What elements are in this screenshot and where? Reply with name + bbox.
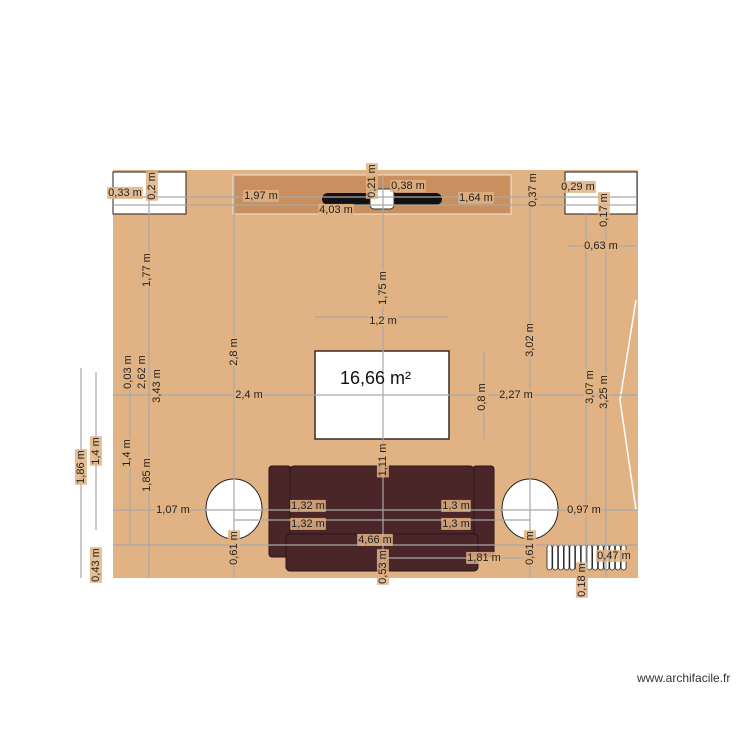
radiator-fin	[569, 544, 576, 571]
dimension-label: 1,3 m	[442, 500, 470, 512]
dimension-label-bg	[89, 547, 102, 583]
dimension-label: 4,03 m	[319, 204, 353, 216]
dimension-label: 0,33 m	[108, 187, 142, 199]
dimension-label-bg	[390, 179, 426, 192]
dimension-label-bg	[357, 533, 393, 546]
dimension-label: 1,32 m	[291, 500, 325, 512]
dimension-label-bg	[596, 549, 632, 562]
dimension-label: 1,77 m	[141, 253, 153, 287]
dimension-label-bg	[526, 172, 539, 208]
dimension-label: 1,3 m	[442, 518, 470, 530]
dimension-label-bg	[583, 369, 596, 405]
dimension-label: 0,61 m	[228, 531, 240, 565]
dimension-label-bg	[227, 337, 240, 367]
dimension-labels: 0,33 m 0,2 m 1,97 m 0,21 m 0,38 m 4,03 m 1,64 …	[74, 163, 632, 598]
dimension-label-bg	[89, 436, 102, 466]
dimension-label: 1,4 m	[121, 439, 133, 467]
dimension-label-bg	[583, 239, 619, 252]
dimension-label-bg	[597, 374, 610, 410]
dimension-label: 1,86 m	[75, 450, 87, 484]
dimension-label-bg	[290, 517, 326, 530]
dimension-label-bg	[365, 163, 378, 199]
dimension-label: 1,32 m	[291, 518, 325, 530]
dimension-label: 1,64 m	[459, 192, 493, 204]
dimension-label: 0,8 m	[476, 383, 488, 411]
dimension-label-bg	[523, 530, 536, 566]
radiator-fin	[558, 544, 564, 571]
dimension-label: 0,61 m	[524, 531, 536, 565]
dimension-label-bg	[597, 192, 610, 228]
dimension-label: 0,38 m	[391, 180, 425, 192]
dimension-label: 3,25 m	[598, 375, 610, 409]
dimension-label: 0,97 m	[567, 504, 601, 516]
dimension-label: 1,97 m	[244, 190, 278, 202]
dimension-label: 0,53 m	[377, 550, 389, 584]
dimension-label: 0,47 m	[597, 550, 631, 562]
dimension-label: 4,66 m	[358, 534, 392, 546]
dimension-label: 0,29 m	[561, 181, 595, 193]
dimension-label: 2,4 m	[235, 389, 263, 401]
dimension-label: 0,17 m	[598, 193, 610, 227]
dimension-label-bg	[523, 322, 536, 358]
dimension-label-bg	[560, 180, 596, 193]
dimension-label: 2,62 m	[136, 355, 148, 389]
dimension-label: 0,37 m	[527, 173, 539, 207]
area-label: 16,66 m²	[340, 368, 411, 388]
dimension-label-bg	[376, 442, 389, 478]
radiator-fin	[552, 544, 559, 571]
dimension-label-bg	[368, 314, 398, 327]
dimension-label: 3,43 m	[151, 369, 163, 403]
dimension-label-bg	[498, 388, 534, 401]
dimension-label: 3,07 m	[584, 370, 596, 404]
dimension-label: 0,03 m	[122, 355, 134, 389]
dimension-label-bg	[466, 551, 502, 564]
dimension-label: 2,27 m	[499, 389, 533, 401]
dimension-label: 0,63 m	[584, 240, 618, 252]
dimension-label-bg	[135, 354, 148, 390]
dimension-label: 1,2 m	[369, 315, 397, 327]
dimension-label-bg	[120, 438, 133, 468]
dimension-label-bg	[441, 517, 471, 530]
radiator-fin	[546, 544, 553, 571]
radiator-fin	[563, 544, 570, 571]
dimension-label-bg	[376, 270, 389, 306]
dimension-label: 1,11 m	[377, 444, 389, 477]
dimension-label-bg	[575, 562, 588, 598]
dimension-label-bg	[121, 354, 134, 390]
dimension-label: 0,43 m	[90, 548, 102, 582]
dimension-label-bg	[107, 186, 143, 199]
dimension-label-bg	[566, 503, 602, 516]
dimension-label-bg	[475, 382, 488, 412]
sofa[interactable]	[268, 465, 495, 572]
dimension-label: 0,2 m	[146, 172, 158, 200]
dimension-label-bg	[227, 530, 240, 566]
dimension-label-bg	[441, 499, 471, 512]
dimension-label-bg	[458, 191, 494, 204]
dimension-label: 1,75 m	[377, 271, 389, 305]
dimension-label-bg	[74, 449, 87, 485]
dimension-label-bg	[140, 457, 153, 493]
dimension-label: 1,85 m	[141, 458, 153, 492]
dimension-label-bg	[145, 171, 158, 201]
dimension-label-bg	[155, 503, 191, 516]
dimension-label-bg	[318, 203, 354, 216]
dimension-label: 0,18 m	[576, 563, 588, 597]
dimension-label: 2,8 m	[228, 338, 240, 366]
dimension-label-bg	[150, 368, 163, 404]
dimension-label: 0,21 m	[366, 164, 378, 198]
dimension-label-bg	[140, 252, 153, 288]
dimension-label-bg	[243, 189, 279, 202]
watermark: www.archifacile.fr	[636, 671, 730, 685]
dimension-label: 3,02 m	[524, 323, 536, 357]
dimension-label-bg	[376, 549, 389, 585]
dimension-label: 1,4 m	[90, 437, 102, 465]
dimension-label-bg	[290, 499, 326, 512]
dimension-lines	[80, 172, 638, 578]
dimension-label-bg	[234, 388, 264, 401]
door-swing	[619, 299, 637, 511]
dimension-label: 1,81 m	[467, 552, 501, 564]
dimension-label: 1,07 m	[156, 504, 190, 516]
